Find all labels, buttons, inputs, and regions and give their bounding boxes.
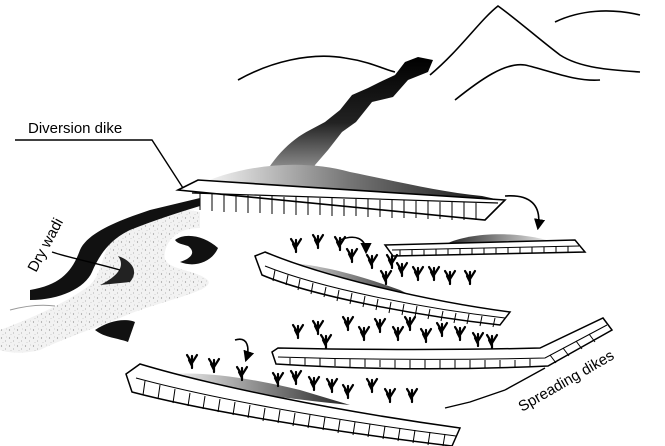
mountain-outlines <box>238 6 640 100</box>
diversion-dike-label: Diversion dike <box>15 120 183 188</box>
diversion-dike-label-text: Diversion dike <box>28 120 122 137</box>
dry-wadi <box>0 198 218 353</box>
spreading-dike-1 <box>385 234 585 256</box>
dry-wadi-label-text: Dry wadi <box>25 215 67 275</box>
spreading-dike-2 <box>255 252 510 327</box>
flow-arrow-3 <box>235 339 248 360</box>
flow-arrow-1 <box>505 196 539 228</box>
